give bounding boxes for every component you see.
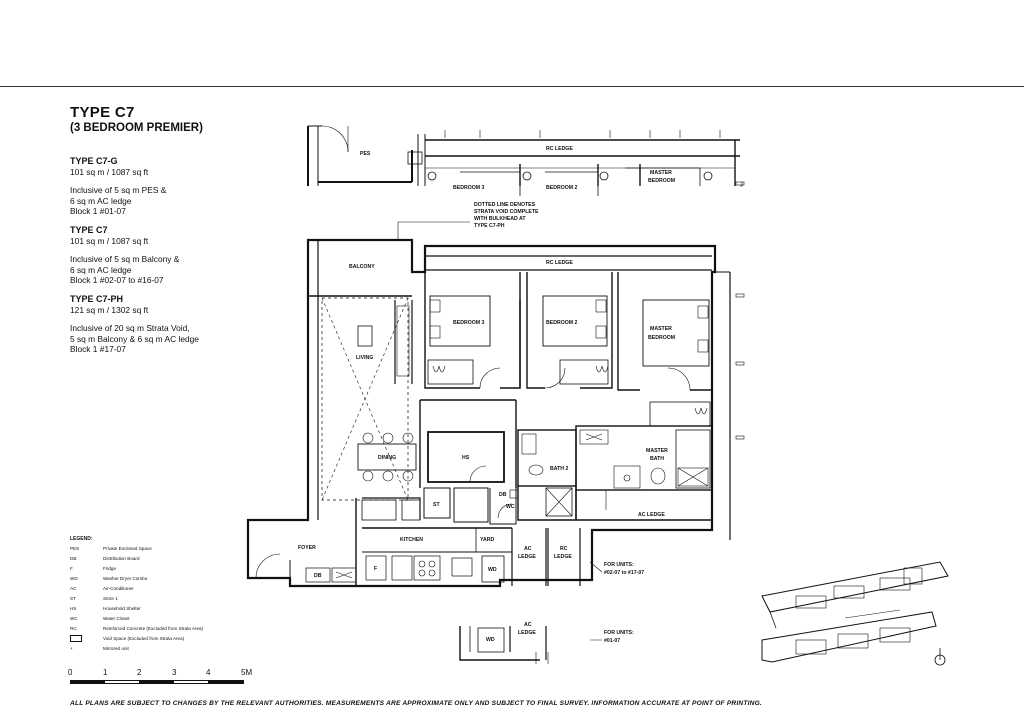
scale-segment xyxy=(208,680,244,684)
variant-note: Inclusive of 20 sq m Strata Void, xyxy=(70,323,190,334)
scale-segment xyxy=(70,680,104,684)
plan-type-subtitle: (3 BEDROOM PREMIER) xyxy=(70,122,203,134)
label-hs: HS xyxy=(462,455,470,461)
variant-c7-g: TYPE C7-G 101 sq m / 1087 sq ft Inclusiv… xyxy=(70,156,270,217)
scale-bar: 0 1 2 3 4 5M xyxy=(68,668,268,698)
units-b-title: FOR UNITS: xyxy=(604,630,634,636)
scale-label: 5M xyxy=(241,668,253,677)
label-st: ST xyxy=(433,502,440,508)
main-unit xyxy=(246,221,745,641)
variant-note: Block 1 #02-07 to #16-07 xyxy=(70,275,164,286)
variant-note: Inclusive of 5 sq m Balcony & xyxy=(70,254,180,265)
variant-note: 5 sq m Balcony & 6 sq m AC ledge xyxy=(70,333,199,344)
variant-c7: TYPE C7 101 sq m / 1087 sq ft Inclusive … xyxy=(70,225,270,286)
label-living: LIVING xyxy=(356,355,373,361)
label-wd: WD xyxy=(488,567,497,573)
upper-strip xyxy=(307,125,745,196)
note-line: WITH BULKHEAD AT xyxy=(474,216,526,222)
variant-name: TYPE C7 xyxy=(70,224,108,235)
variant-note: Block 1 #17-07 xyxy=(70,344,126,355)
units-a-range: #02-07 to #17-07 xyxy=(604,570,644,576)
label-master-bath-1: MASTER xyxy=(646,448,668,454)
label-master-bath-2: BATH xyxy=(650,456,664,462)
variant-note: 6 sq m AC ledge xyxy=(70,264,132,275)
label-master-upper-2: BEDROOM xyxy=(648,178,675,184)
label-ac-ledge-lower-1: AC xyxy=(524,622,532,628)
scale-label: 2 xyxy=(137,668,142,677)
scale-label: 3 xyxy=(172,668,177,677)
variant-size: 101 sq m / 1087 sq ft xyxy=(70,166,149,177)
scale-label: 1 xyxy=(103,668,108,677)
note-line: STRATA VOID COMPLETE xyxy=(474,209,539,215)
label-bedroom2: BEDROOM 2 xyxy=(546,320,578,326)
label-bath2: BATH 2 xyxy=(550,466,568,472)
scale-label: 0 xyxy=(68,668,73,677)
label-bedroom3-upper: BEDROOM 3 xyxy=(453,185,485,191)
label-master-1: MASTER xyxy=(650,326,672,332)
scale-segment xyxy=(139,680,173,684)
void-space-swatch xyxy=(70,635,82,643)
label-balcony: BALCONY xyxy=(349,264,375,270)
note-line: TYPE C7-PH xyxy=(474,223,505,229)
scale-label: 4 xyxy=(206,668,211,677)
note-line: DOTTED LINE DENOTES xyxy=(474,202,536,208)
plan-labels: PES RC LEDGE BEDROOM 3 BEDROOM 2 MASTER … xyxy=(298,146,675,644)
units-b-range: #01-07 xyxy=(604,638,620,644)
label-rc-ledge-col-1: RC xyxy=(560,546,568,552)
plan-type-title: TYPE C7 xyxy=(70,104,135,121)
label-ac-ledge-right: AC LEDGE xyxy=(638,512,665,518)
label-bedroom2-upper: BEDROOM 2 xyxy=(546,185,578,191)
label-ac-ledge-lower-2: LEDGE xyxy=(518,630,536,636)
disclaimer: ALL PLANS ARE SUBJECT TO CHANGES BY THE … xyxy=(70,700,762,707)
variant-note: Block 1 #01-07 xyxy=(70,206,126,217)
label-wd-lower: WD xyxy=(486,637,495,643)
variant-name: TYPE C7-G xyxy=(70,156,118,166)
label-f: F xyxy=(374,566,377,572)
legend-item: +Mirrored unit xyxy=(70,646,129,651)
label-rc-ledge-col-2: LEDGE xyxy=(554,554,572,560)
label-pes: PES xyxy=(360,151,371,157)
unit-variants: TYPE C7-G 101 sq m / 1087 sq ft Inclusiv… xyxy=(70,156,270,355)
label-rc-ledge: RC LEDGE xyxy=(546,260,573,266)
label-bedroom3: BEDROOM 3 xyxy=(453,320,485,326)
label-yard: YARD xyxy=(480,537,494,543)
lower-partial xyxy=(459,626,549,664)
header-rule xyxy=(0,86,1024,87)
units-a-title: FOR UNITS: xyxy=(604,562,634,568)
legend-item: Void Space (Excluded from Strata Area) xyxy=(70,634,203,644)
label-ac-ledge-col-1: AC xyxy=(524,546,532,552)
variant-note: 6 sq m AC ledge xyxy=(70,195,132,206)
label-ac-ledge-col-2: LEDGE xyxy=(518,554,536,560)
label-wc: WC xyxy=(506,504,515,510)
label-master-2: BEDROOM xyxy=(648,335,675,341)
label-foyer: FOYER xyxy=(298,545,316,551)
label-db: DB xyxy=(314,573,322,579)
site-key-plan xyxy=(761,561,949,666)
variant-size: 121 sq m / 1302 sq ft xyxy=(70,304,149,315)
variant-name: TYPE C7-PH xyxy=(70,293,124,304)
variant-note: Inclusive of 5 sq m PES & xyxy=(70,185,167,196)
label-db-small: DB xyxy=(499,492,507,498)
label-kitchen: KITCHEN xyxy=(400,537,423,543)
label-master-upper-1: MASTER xyxy=(650,170,672,176)
label-dining: DINING xyxy=(378,455,396,461)
label-rc-ledge-upper: RC LEDGE xyxy=(546,146,573,152)
variant-size: 101 sq m / 1087 sq ft xyxy=(70,235,149,246)
variant-c7-ph: TYPE C7-PH 121 sq m / 1302 sq ft Inclusi… xyxy=(70,294,270,355)
legend-title: LEGEND: xyxy=(70,536,93,542)
